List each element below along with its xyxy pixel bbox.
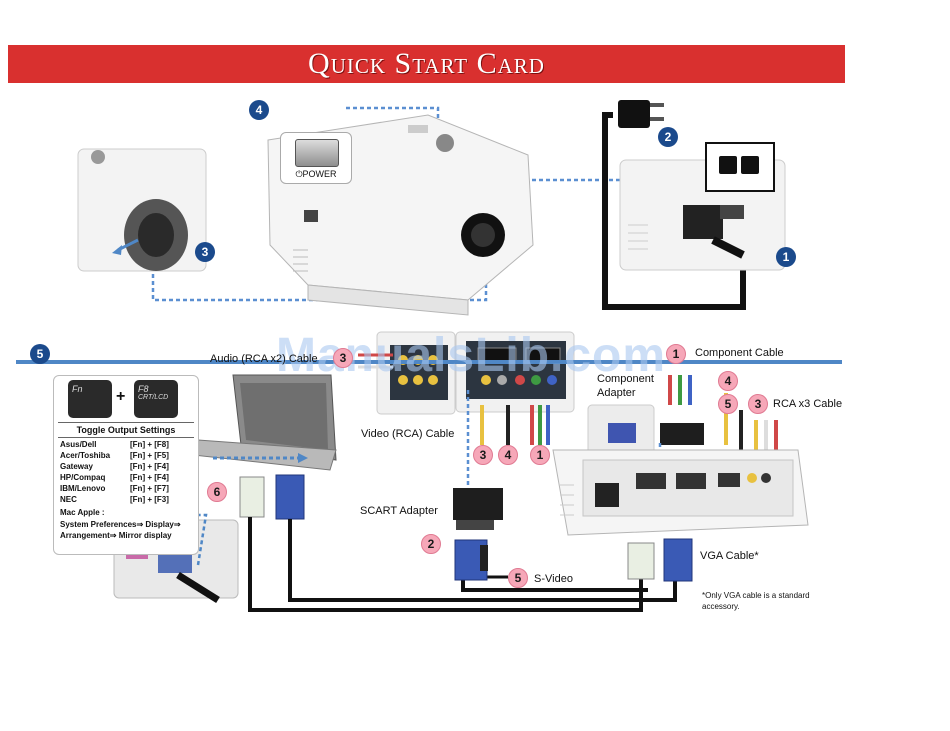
step-2-badge: 2 bbox=[658, 127, 678, 147]
title-rule bbox=[58, 422, 194, 423]
rca-step-3-badge: 3 bbox=[748, 394, 768, 414]
rca-x3-label: RCA x3 Cable bbox=[773, 398, 843, 410]
keys: [Fn] + [F4] bbox=[130, 462, 169, 471]
socket-left-icon bbox=[719, 156, 737, 174]
brand: HP/Compaq bbox=[60, 473, 106, 482]
toggle-title: Toggle Output Settings bbox=[76, 425, 176, 435]
step-3-badge: 3 bbox=[195, 242, 215, 262]
svideo-step-badge: 4 bbox=[498, 445, 518, 465]
keys: [Fn] + [F4] bbox=[130, 473, 169, 482]
brand: Acer/Toshiba bbox=[60, 451, 111, 460]
keys: [Fn] + [F5] bbox=[130, 451, 169, 460]
wall-outlet-icon bbox=[705, 142, 775, 192]
power-button-icon bbox=[295, 139, 339, 167]
step-1-badge: 1 bbox=[776, 247, 796, 267]
mac-title: Mac Apple : bbox=[60, 508, 105, 517]
socket-right-icon bbox=[741, 156, 759, 174]
toggle-row: Gateway [Fn] + [F4] bbox=[60, 462, 169, 471]
component-adapter-label-2: Adapter bbox=[597, 387, 636, 399]
mac-line-2: Arrangement⇒ Mirror display bbox=[60, 531, 172, 540]
vga-cable-label: VGA Cable* bbox=[700, 550, 759, 562]
toggle-row: Acer/Toshiba [Fn] + [F5] bbox=[60, 451, 169, 460]
audio-step-badge: 3 bbox=[333, 348, 353, 368]
component-adapter-label-1: Component bbox=[597, 373, 654, 385]
scart-adapter-label: SCART Adapter bbox=[360, 505, 438, 517]
video-step-badge: 3 bbox=[473, 445, 493, 465]
component-cable-badge: 1 bbox=[666, 344, 686, 364]
rca-step-5-badge: 5 bbox=[718, 394, 738, 414]
step-4-badge: 4 bbox=[249, 100, 269, 120]
toggle-row: NEC [Fn] + [F3] bbox=[60, 495, 169, 504]
plus-sign: + bbox=[116, 388, 126, 405]
brand: Gateway bbox=[60, 462, 93, 471]
connection-lines bbox=[77, 100, 809, 612]
svideo-cable-badge: 5 bbox=[508, 568, 528, 588]
mac-line-1: System Preferences⇒ Display⇒ bbox=[60, 520, 181, 529]
step-5-badge: 5 bbox=[30, 344, 50, 364]
toggle-output-settings: Fn + F8 CRT/LCD Toggle Output Settings A… bbox=[53, 375, 199, 555]
note-line-2: accessory. bbox=[702, 602, 740, 611]
fn-key-icon: Fn bbox=[68, 380, 112, 418]
laptop-step-badge: 6 bbox=[207, 482, 227, 502]
toggle-row: HP/Compaq [Fn] + [F4] bbox=[60, 473, 169, 482]
power-button-inset: ⏻POWER bbox=[280, 132, 352, 184]
fn-key-label: Fn bbox=[72, 384, 83, 394]
f8-key-label: F8 bbox=[138, 384, 149, 394]
keys: [Fn] + [F8] bbox=[130, 440, 169, 449]
component-step-badge: 1 bbox=[530, 445, 550, 465]
toggle-row: IBM/Lenovo [Fn] + [F7] bbox=[60, 484, 169, 493]
audio-cable-label: Audio (RCA x2) Cable bbox=[210, 353, 318, 365]
brand: Asus/Dell bbox=[60, 440, 97, 449]
quick-start-card: Quick Start Card bbox=[8, 45, 845, 635]
toggle-row: Asus/Dell [Fn] + [F8] bbox=[60, 440, 169, 449]
scart-step-badge: 2 bbox=[421, 534, 441, 554]
section-divider bbox=[16, 360, 842, 364]
power-label: ⏻POWER bbox=[295, 169, 337, 179]
keys: [Fn] + [F3] bbox=[130, 495, 169, 504]
brand: IBM/Lenovo bbox=[60, 484, 106, 493]
f8-key-icon: F8 CRT/LCD bbox=[134, 380, 178, 418]
component-cable-label: Component Cable bbox=[695, 347, 784, 359]
svideo-label: S-Video bbox=[534, 573, 573, 585]
header-rule bbox=[58, 437, 194, 438]
brand: NEC bbox=[60, 495, 77, 504]
note-line-1: *Only VGA cable is a standard bbox=[702, 591, 810, 600]
keys: [Fn] + [F7] bbox=[130, 484, 169, 493]
rca-step-4-badge: 4 bbox=[718, 371, 738, 391]
video-cable-label: Video (RCA) Cable bbox=[361, 428, 455, 440]
f8-key-sublabel: CRT/LCD bbox=[138, 394, 169, 401]
card-title: Quick Start Card bbox=[8, 45, 845, 83]
